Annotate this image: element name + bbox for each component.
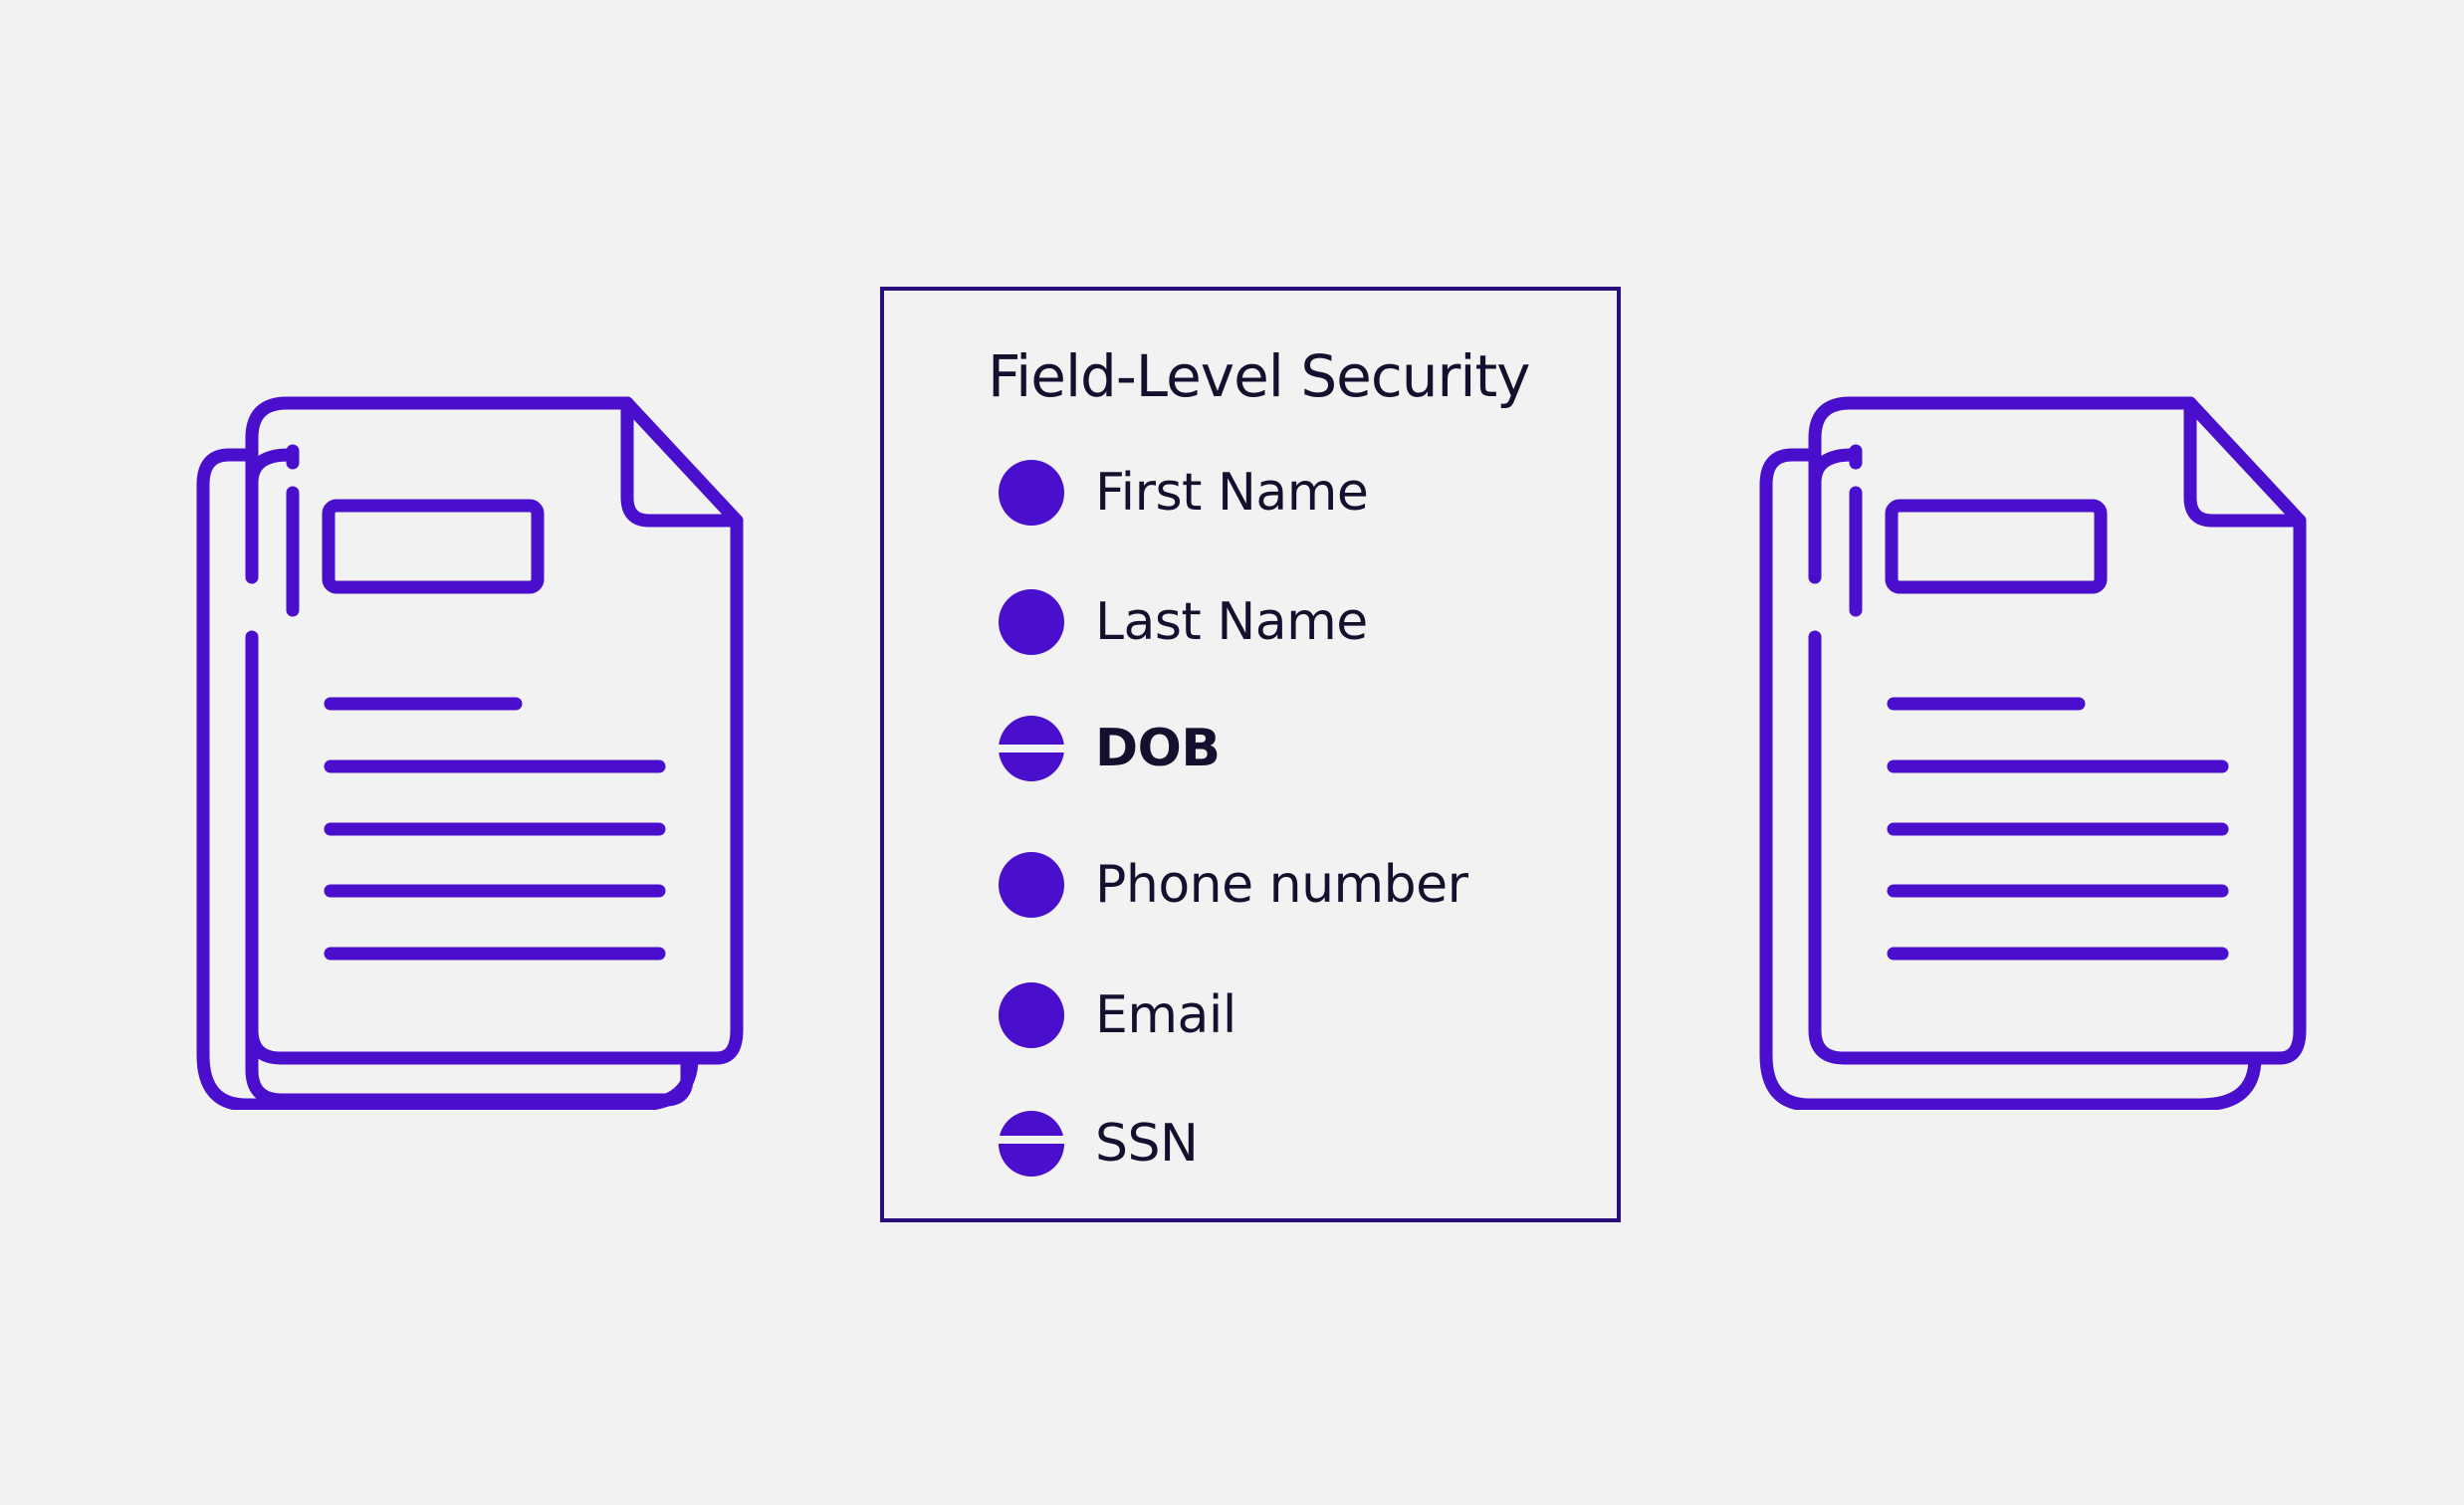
documents-icon	[1752, 393, 2310, 1110]
field-label: Last Name	[1095, 592, 1368, 652]
list-item: Last Name	[998, 587, 1368, 657]
list-item: First Name	[998, 458, 1369, 528]
field-level-security-panel: Field-Level Security First Name Last Nam…	[880, 287, 1621, 1222]
filled-circle-icon	[998, 588, 1065, 656]
list-item: SSN	[998, 1109, 1199, 1179]
list-item: Phone number	[998, 850, 1468, 920]
split-circle-icon	[998, 715, 1065, 782]
list-item: DOB	[998, 714, 1221, 783]
split-circle-icon	[998, 1110, 1065, 1178]
field-label: Email	[1095, 985, 1236, 1045]
field-label: First Name	[1095, 463, 1369, 523]
list-item: Email	[998, 980, 1236, 1050]
field-label: DOB	[1095, 719, 1221, 778]
field-label: SSN	[1095, 1114, 1199, 1174]
documents-icon	[189, 393, 747, 1110]
filled-circle-icon	[998, 981, 1065, 1049]
panel-title: Field-Level Security	[988, 342, 1531, 410]
filled-circle-icon	[998, 459, 1065, 527]
field-label: Phone number	[1095, 855, 1468, 915]
filled-circle-icon	[998, 851, 1065, 919]
